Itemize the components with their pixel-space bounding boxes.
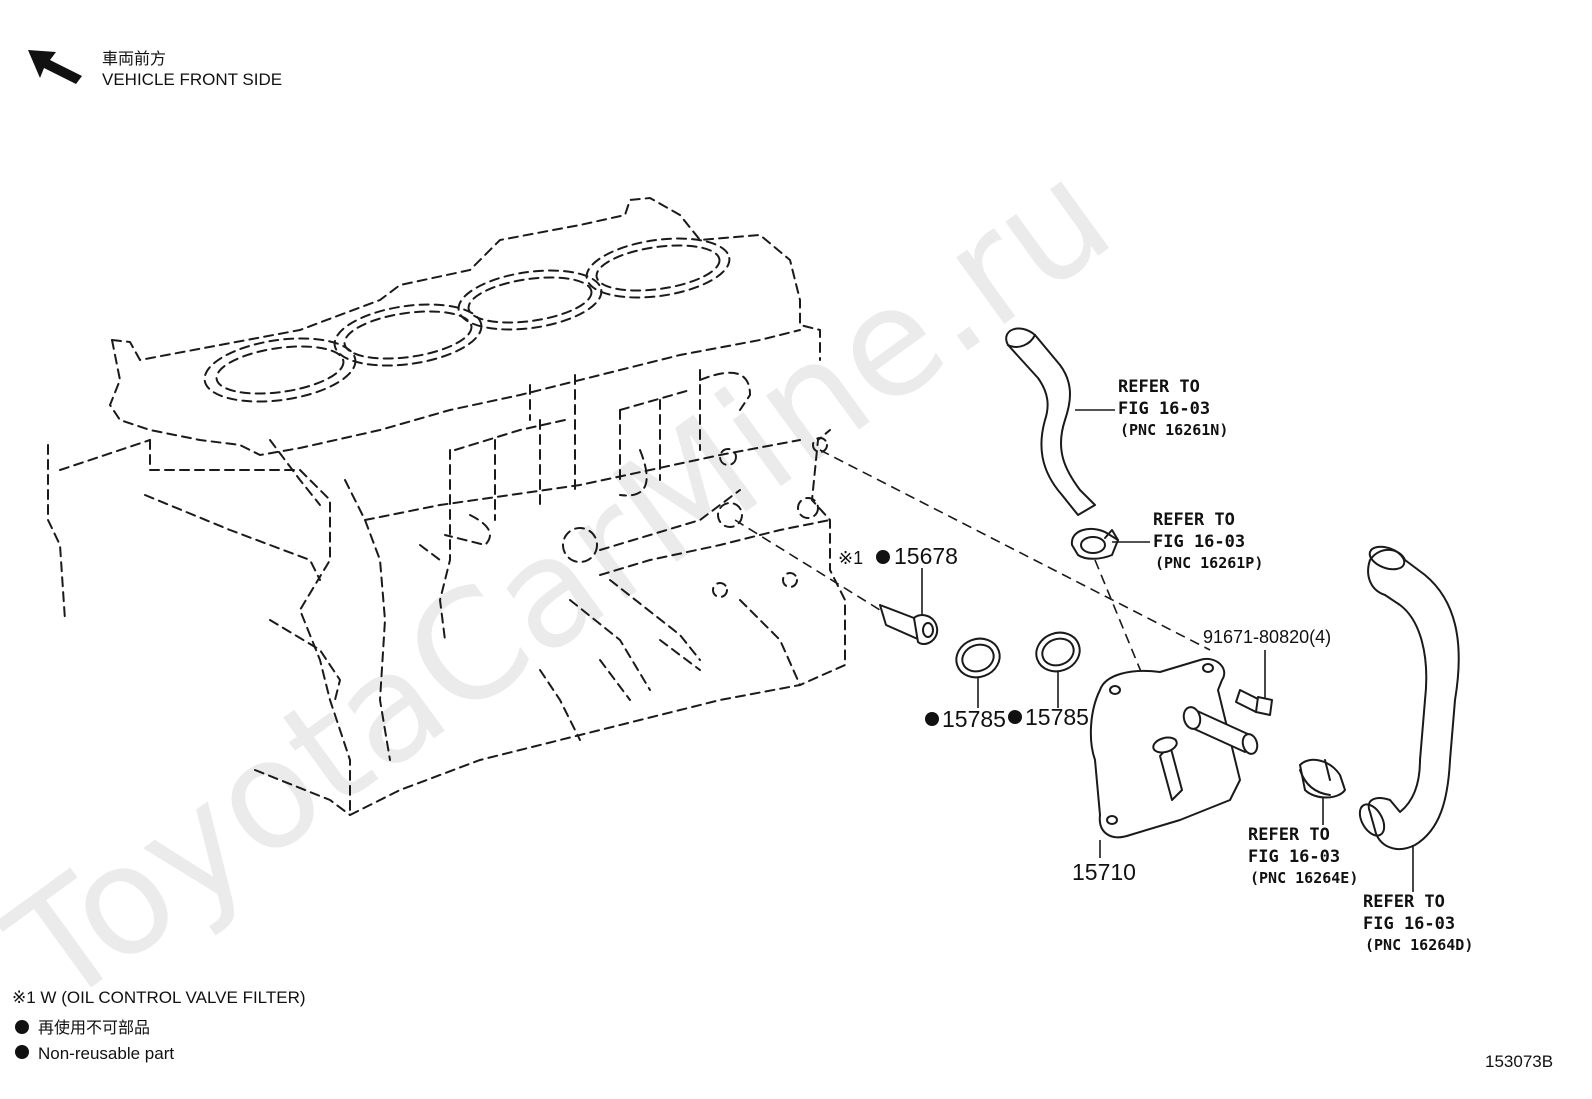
lower-hose: [1358, 545, 1460, 850]
upper-clamp: [1070, 527, 1119, 560]
gasket-a: [955, 637, 1001, 679]
part-number-bolt: 91671-80820(4): [1203, 627, 1331, 647]
nonreusable-mark-icon: [876, 550, 890, 564]
vehicle-front-arrow-icon: [28, 50, 82, 84]
callout-lower-hose-line2: FIG 16-03: [1363, 914, 1455, 934]
nonreusable-mark-icon: [925, 712, 939, 726]
legend-nonreusable-en: Non-reusable part: [38, 1044, 174, 1063]
union-bolt: [1235, 689, 1273, 716]
part-number-gasket-b: 15785: [1025, 704, 1089, 730]
oil-cooler: [1089, 657, 1259, 839]
lower-clamp: [1299, 758, 1346, 799]
part-number-gasket-a: 15785: [942, 706, 1006, 732]
oil-control-valve-filter: [879, 604, 939, 646]
part-number-filter: 15678: [894, 543, 958, 569]
direction-label-en: VEHICLE FRONT SIDE: [102, 70, 282, 89]
callout-upper-clamp-line1: REFER TO: [1153, 510, 1235, 530]
watermark: ToyotaCarMine.ru: [0, 128, 1141, 1040]
legend-nonreusable-jp: 再使用不可部品: [38, 1018, 150, 1037]
callout-upper-clamp-line2: FIG 16-03: [1153, 532, 1245, 552]
callout-upper-hose-line1: REFER TO: [1118, 377, 1200, 397]
assembly-line-cooler: [819, 449, 1211, 651]
gasket-b: [1035, 631, 1081, 673]
nonreusable-mark-icon: [15, 1020, 29, 1034]
callout-lower-hose-line1: REFER TO: [1363, 892, 1445, 912]
figure-id: 153073B: [1485, 1052, 1553, 1071]
callout-lower-clamp-line1: REFER TO: [1248, 825, 1330, 845]
upper-hose: [1005, 327, 1096, 516]
callout-lower-clamp-line3: (PNC 16264E): [1250, 869, 1358, 887]
callout-lower-hose-line3: (PNC 16264D): [1365, 936, 1473, 954]
callout-upper-hose-line2: FIG 16-03: [1118, 399, 1210, 419]
assembly-line-filter: [734, 519, 881, 611]
engine-block: [47, 196, 846, 816]
direction-label-jp: 車両前方: [102, 49, 166, 68]
nonreusable-mark-icon: [1008, 710, 1022, 724]
part-number-oil-cooler: 15710: [1072, 859, 1136, 885]
nonreusable-mark-icon: [15, 1045, 29, 1059]
legend-note: ※1 W (OIL CONTROL VALVE FILTER): [12, 988, 306, 1007]
callout-upper-hose-line3: (PNC 16261N): [1120, 421, 1228, 439]
callout-lower-clamp-line2: FIG 16-03: [1248, 847, 1340, 867]
callout-upper-clamp-line3: (PNC 16261P): [1155, 554, 1263, 572]
filter-note-mark: ※1: [838, 548, 863, 568]
